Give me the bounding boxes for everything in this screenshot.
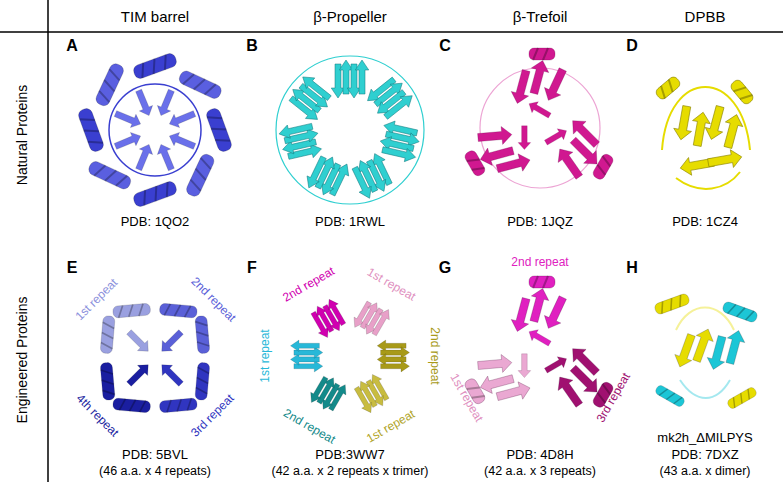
repeat-label: 2nd repeat — [281, 407, 338, 448]
pdb-caption: PDB: 5BVL — [122, 448, 188, 463]
trefoil-engineered — [455, 276, 625, 423]
pdb-caption: PDB:3WW7 — [315, 448, 384, 463]
panel-letter: C — [439, 37, 451, 55]
repeat-label: 3rd repeat — [189, 392, 237, 440]
column-header: TIM barrel — [121, 8, 189, 25]
panel-letter: F — [247, 259, 257, 277]
repeat-label: 1st repeat — [259, 329, 273, 382]
trefoil-natural — [455, 48, 625, 195]
panel-letter: E — [67, 259, 78, 277]
panel-letter: H — [626, 259, 638, 277]
row-label: Engineered Proteins — [14, 297, 30, 424]
pdb-caption: PDB: 1CZ4 — [672, 215, 738, 230]
tim-barrel-engineered — [83, 286, 227, 430]
repeat-label: 1st repeat — [364, 266, 417, 305]
size-note: (42 a.a. x 2 repeats x trimer) — [271, 464, 428, 478]
row-label: Natural Proteins — [14, 85, 30, 185]
repeat-label: 2nd repeat — [511, 256, 568, 270]
panel-letter: D — [626, 37, 638, 55]
pdb-caption: PDB: 7DXZ — [671, 448, 738, 463]
construct-name: mk2h_ΔMILPYS — [657, 431, 752, 446]
repeat-label: 4th repeat — [73, 392, 121, 440]
size-note: (43 a.a. x dimer) — [659, 464, 750, 478]
column-header: DPBB — [685, 8, 726, 25]
tim-barrel-natural — [77, 52, 233, 208]
dpbb-natural — [654, 75, 755, 189]
size-note: (42 a.a. x 3 repeats) — [484, 464, 596, 478]
pdb-caption: PDB: 1RWL — [315, 215, 385, 230]
column-header: β-Propeller — [313, 8, 387, 25]
pdb-caption: PDB: 4D8H — [506, 448, 573, 463]
repeat-label: 1st repeat — [364, 408, 417, 447]
propeller-engineered — [291, 297, 410, 416]
panel-letter: G — [439, 259, 451, 277]
pdb-caption: PDB: 1QO2 — [121, 215, 190, 230]
panel-letter: B — [246, 37, 258, 55]
panel-letter: A — [66, 37, 78, 55]
size-note: (46 a.a. x 4 repeats) — [99, 464, 211, 478]
repeat-label: 2nd repeat — [427, 327, 441, 384]
divider-line — [0, 31, 783, 33]
column-header: β-Trefoil — [513, 8, 568, 25]
propeller-natural — [276, 56, 424, 204]
dpbb-engineered — [654, 293, 759, 410]
repeat-label: 1st repeat — [73, 276, 120, 323]
pdb-caption: PDB: 1JQZ — [507, 215, 573, 230]
divider-line — [47, 0, 49, 482]
repeat-label: 2nd repeat — [281, 265, 338, 306]
repeat-label: 2nd repeat — [188, 275, 238, 325]
